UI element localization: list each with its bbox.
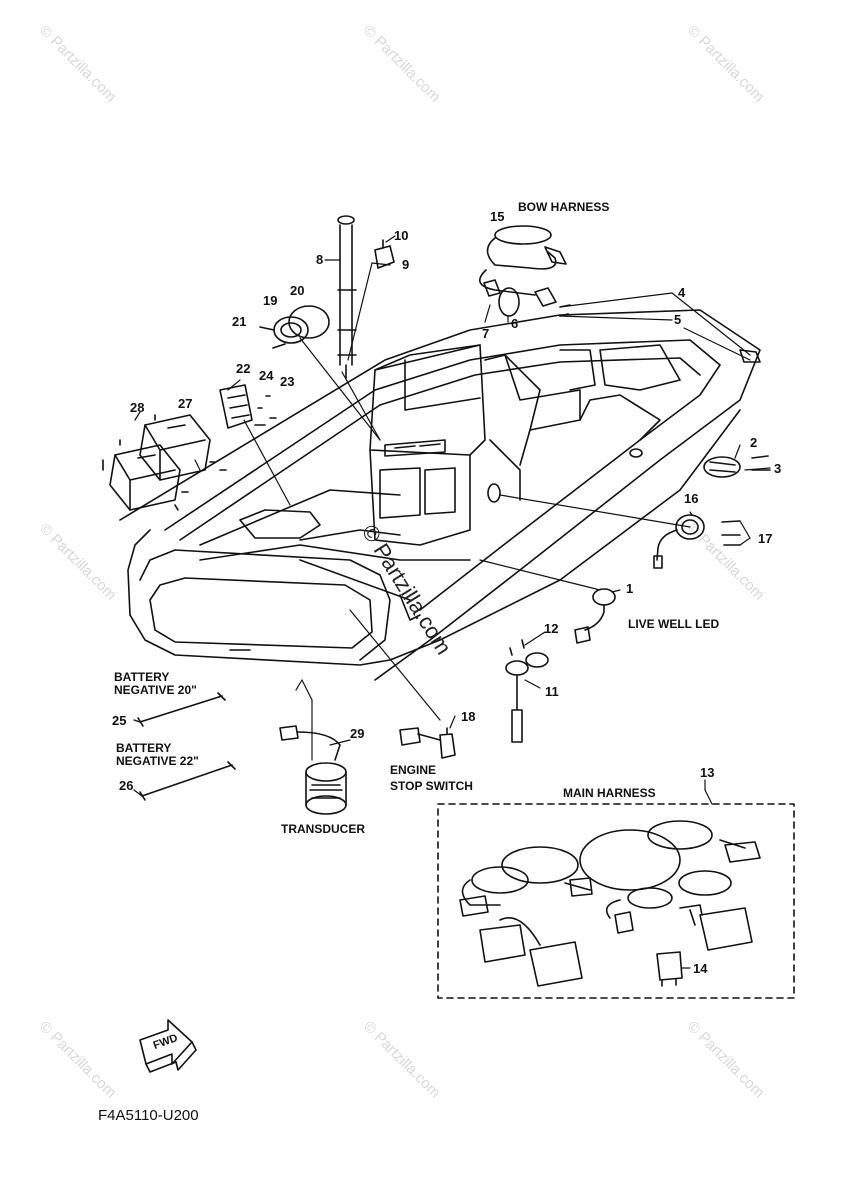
bow-harness [478, 225, 567, 317]
label-main-harness: MAIN HARNESS [563, 786, 656, 800]
label-battery-neg-20-line1: BATTERY [114, 670, 170, 684]
label-transducer: TRANSDUCER [281, 822, 365, 836]
callout-25: 25 [112, 713, 127, 728]
callout-5: 5 [674, 312, 682, 327]
callout-26: 26 [119, 778, 134, 793]
callout-24: 24 [259, 368, 274, 383]
boat-hull [119, 309, 761, 681]
callout-6: 6 [511, 316, 519, 331]
callout-28: 28 [130, 400, 145, 415]
callout-14: 14 [693, 961, 708, 976]
callout-7: 7 [482, 326, 490, 341]
label-battery-neg-20-line2: NEGATIVE 20" [114, 683, 197, 697]
label-engine-stop-line2: STOP SWITCH [390, 779, 473, 793]
callout-27: 27 [178, 396, 193, 411]
callout-8: 8 [316, 252, 324, 267]
callout-1: 1 [626, 581, 634, 596]
callout-19: 19 [263, 293, 278, 308]
callout-4: 4 [678, 285, 686, 300]
callout-16: 16 [684, 491, 699, 506]
battery-boxes [102, 414, 227, 511]
callout-29: 29 [350, 726, 365, 741]
callout-17: 17 [758, 531, 773, 546]
label-battery-neg-22-line2: NEGATIVE 22" [116, 754, 199, 768]
callout-18: 18 [461, 709, 476, 724]
callout-3: 3 [774, 461, 782, 476]
fwd-arrow-shape [139, 1019, 197, 1073]
callout-11: 11 [545, 684, 559, 699]
label-battery-neg-22-line1: BATTERY [116, 741, 172, 755]
callout-13: 13 [700, 765, 715, 780]
callout-10: 10 [394, 228, 409, 243]
main-harness-wires [459, 820, 761, 987]
callout-22: 22 [236, 361, 251, 376]
label-live-well-led: LIVE WELL LED [628, 617, 720, 631]
label-bow-harness: BOW HARNESS [518, 200, 610, 214]
callout-2: 2 [750, 435, 758, 450]
callout-15: 15 [490, 209, 505, 224]
pole-assembly [337, 215, 357, 379]
diagram-code: F4A5110-U200 [98, 1107, 199, 1124]
label-engine-stop-line1: ENGINE [390, 763, 437, 777]
callout-23: 23 [280, 374, 295, 389]
callout-21: 21 [232, 314, 247, 329]
callout-9: 9 [402, 257, 410, 272]
callout-12: 12 [544, 621, 559, 636]
callout-20: 20 [290, 283, 305, 298]
transducer [279, 725, 347, 815]
